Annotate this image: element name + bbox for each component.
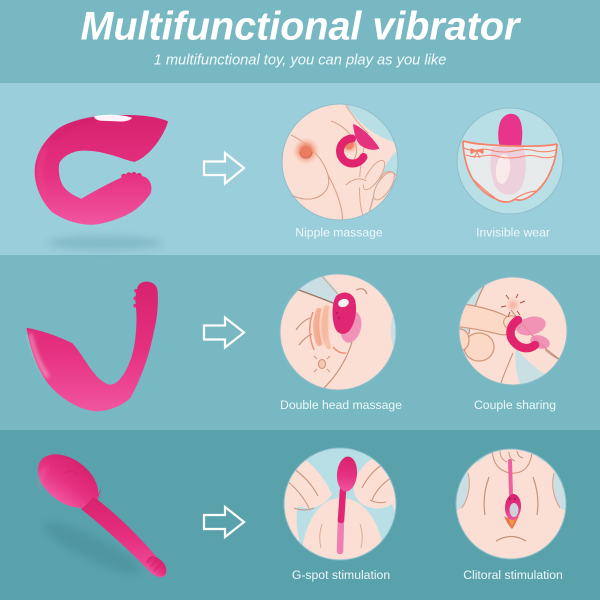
svg-text:Couple sharing: Couple sharing <box>474 398 556 412</box>
svg-text:Nipple massage: Nipple massage <box>295 226 383 240</box>
svg-text:Double head massage: Double head massage <box>280 398 402 412</box>
svg-text:Invisible wear: Invisible wear <box>476 226 550 240</box>
svg-text:Multifunctional vibrator: Multifunctional vibrator <box>81 5 523 49</box>
svg-text:G-spot stimulation: G-spot stimulation <box>292 568 390 582</box>
svg-text:1 multifunctional toy, you can: 1 multifunctional toy, you can play as y… <box>154 53 447 69</box>
svg-text:Clitoral stimulation: Clitoral stimulation <box>463 568 563 582</box>
